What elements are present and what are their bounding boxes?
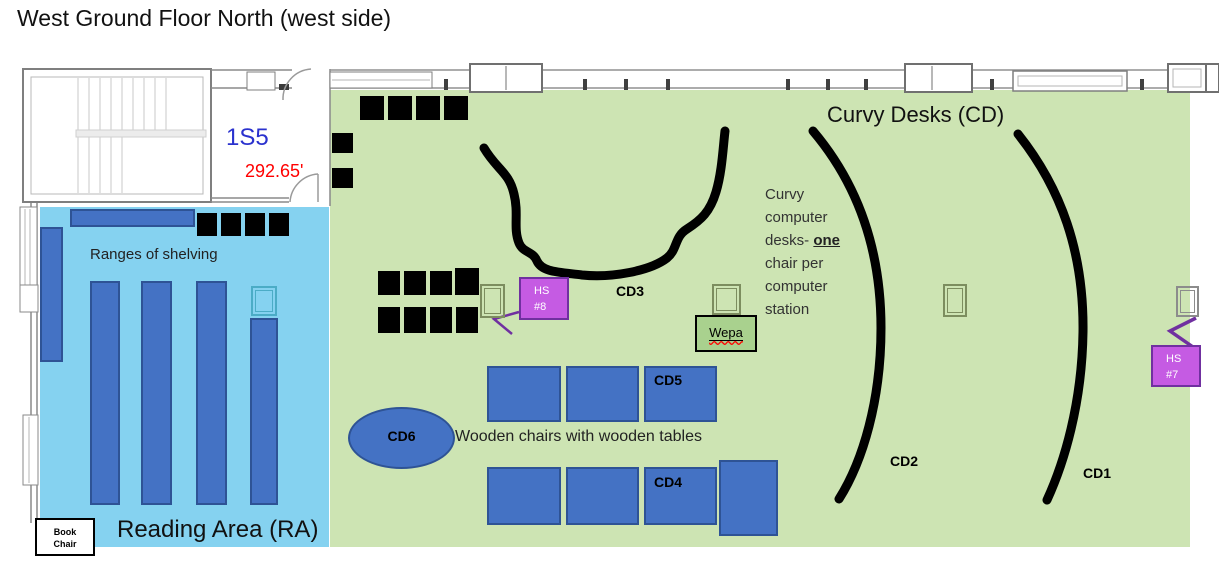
wepa-label: Wepa bbox=[709, 325, 743, 341]
seat-block bbox=[404, 307, 426, 333]
seat-block bbox=[378, 307, 400, 333]
door-hinge-block bbox=[279, 84, 289, 90]
shelf-range-left bbox=[40, 227, 63, 362]
cd3-desk-curve bbox=[479, 126, 730, 281]
cd5-label: CD5 bbox=[654, 372, 683, 388]
wooden-table bbox=[719, 460, 778, 536]
cd6-round-table bbox=[348, 407, 455, 469]
seat-block bbox=[430, 271, 452, 295]
curvy-desks-heading: Curvy Desks (CD) bbox=[827, 102, 1005, 127]
cd4-label: CD4 bbox=[654, 474, 683, 490]
curvy-desks bbox=[479, 126, 1088, 505]
hs8-line1: HS bbox=[534, 285, 550, 297]
room-id-label: 1S5 bbox=[226, 124, 269, 151]
room-measurement-label: 292.65' bbox=[245, 161, 304, 181]
shelf-range-horizontal bbox=[70, 209, 195, 227]
book-chair-line2: Chair bbox=[53, 539, 77, 549]
seat-block bbox=[444, 96, 468, 120]
cd3-label: CD3 bbox=[616, 283, 645, 299]
cd2-desk-curve bbox=[808, 126, 886, 504]
hs8-line2: #8 bbox=[534, 301, 547, 313]
shelf-range-3 bbox=[196, 281, 227, 505]
seat-block bbox=[378, 271, 400, 295]
seat-block bbox=[416, 96, 440, 120]
hs7-line2: #7 bbox=[1166, 369, 1179, 381]
cd1-desk-curve bbox=[1013, 129, 1088, 505]
stairwell bbox=[22, 68, 212, 203]
curvy-desks-note: Curvy computer desks- one chair per comp… bbox=[765, 183, 849, 321]
shelf-range-1 bbox=[90, 281, 120, 505]
wooden-table bbox=[644, 366, 717, 422]
seat-block bbox=[221, 213, 241, 236]
hs7-callout-arrow bbox=[1166, 316, 1197, 349]
hs8-box: HS #8 bbox=[519, 277, 569, 320]
seat-block bbox=[404, 271, 426, 295]
wall-column bbox=[246, 71, 276, 91]
computer-station bbox=[1176, 286, 1199, 317]
hs8-callout-arrow bbox=[491, 310, 520, 335]
cd1-label: CD1 bbox=[1083, 465, 1112, 481]
reading-area-zone bbox=[40, 207, 329, 547]
cd2-label: CD2 bbox=[890, 453, 919, 469]
seat-block bbox=[197, 213, 217, 236]
hs7-box: HS #7 bbox=[1151, 345, 1201, 387]
wooden-table bbox=[487, 467, 561, 525]
wooden-tables-label: Wooden chairs with wooden tables bbox=[455, 428, 702, 445]
seat-block bbox=[332, 168, 353, 188]
computer-station bbox=[251, 286, 277, 316]
wooden-table bbox=[566, 467, 639, 525]
seat-block bbox=[245, 213, 265, 236]
book-chair-box: Book Chair bbox=[35, 518, 95, 556]
seat-block bbox=[332, 133, 353, 153]
computer-station bbox=[712, 284, 741, 315]
shelving-label: Ranges of shelving bbox=[90, 246, 218, 263]
seat-block bbox=[430, 307, 452, 333]
note-before: Curvy computer desks- bbox=[765, 186, 828, 249]
door-swing-top bbox=[282, 68, 312, 101]
hs7-line1: HS bbox=[1166, 353, 1182, 365]
door-swing-bottom bbox=[289, 173, 319, 203]
page-title: West Ground Floor North (west side) bbox=[17, 5, 392, 31]
wooden-table bbox=[566, 366, 639, 422]
shelf-range-4 bbox=[250, 318, 278, 505]
seat-block bbox=[269, 213, 289, 236]
cd6-label: CD6 bbox=[387, 428, 416, 444]
shelf-range-2 bbox=[141, 281, 172, 505]
seat-block bbox=[455, 268, 479, 295]
seat-block bbox=[360, 96, 384, 120]
computer-station bbox=[480, 284, 505, 318]
reading-area-heading: Reading Area (RA) bbox=[117, 516, 319, 543]
note-after: chair per computer station bbox=[765, 255, 828, 318]
seat-block bbox=[388, 96, 412, 120]
seat-block bbox=[456, 307, 478, 333]
computer-station bbox=[943, 284, 967, 317]
wooden-table bbox=[644, 467, 717, 525]
wepa-printer-box: Wepa bbox=[695, 315, 757, 352]
top-windows bbox=[329, 63, 1219, 93]
left-windows bbox=[19, 206, 39, 486]
wooden-table bbox=[487, 366, 561, 422]
book-chair-line1: Book bbox=[53, 527, 77, 537]
note-emphasis: one bbox=[813, 232, 841, 249]
